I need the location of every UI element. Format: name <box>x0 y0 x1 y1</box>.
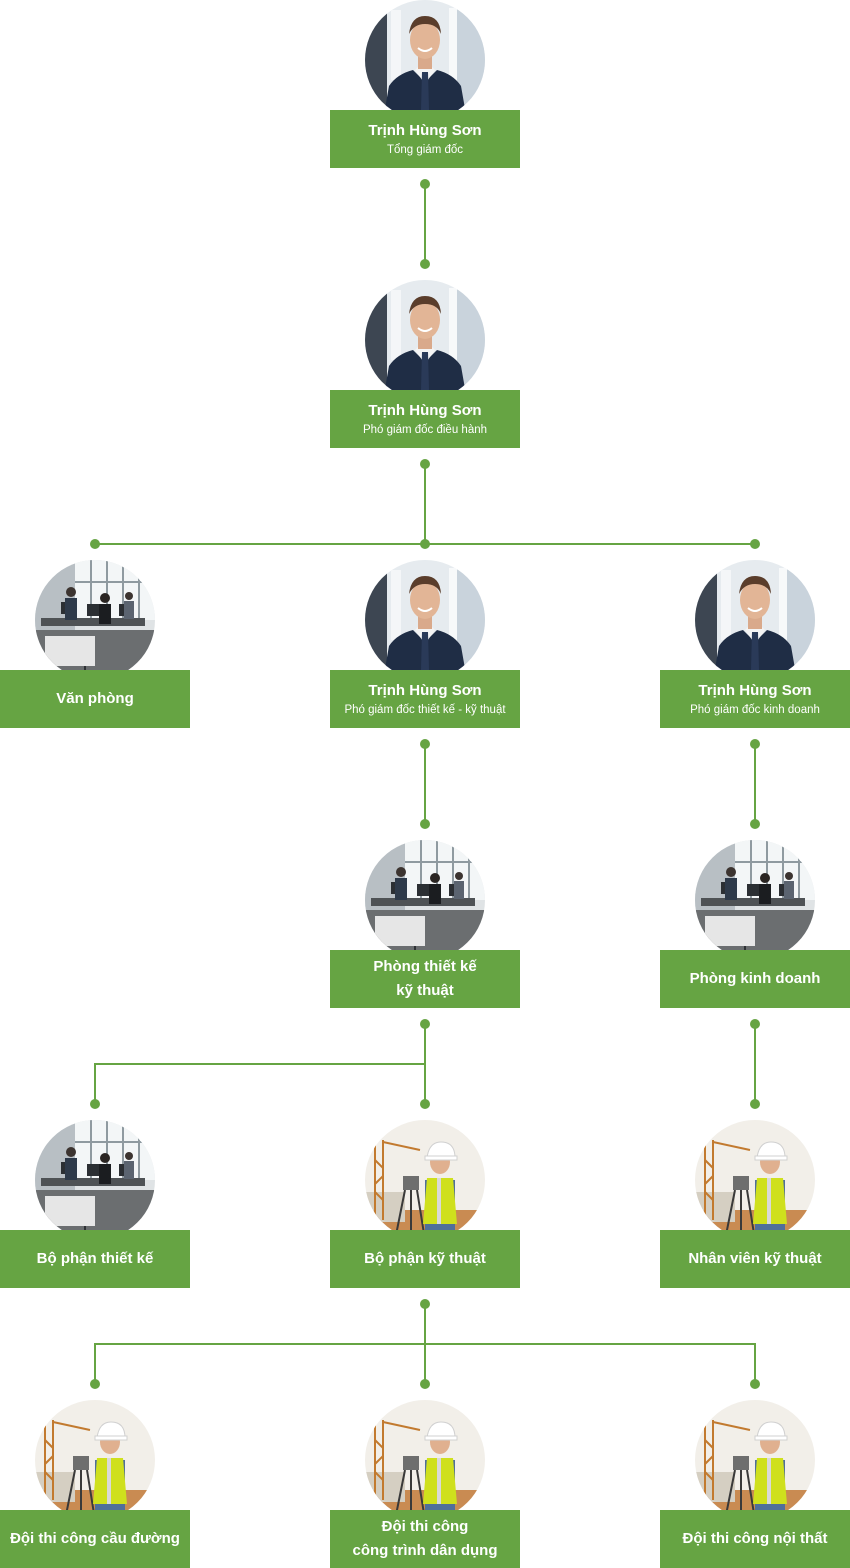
businessman-portrait-icon <box>365 280 485 400</box>
node-label: Bộ phận thiết kế <box>0 1230 190 1288</box>
office-workers-icon <box>35 560 155 680</box>
construction-surveyor-icon <box>695 1400 815 1520</box>
businessman-portrait-icon <box>365 560 485 680</box>
construction-surveyor-icon <box>695 1120 815 1240</box>
department-name: Phòng thiết kế kỹ thuật <box>373 958 477 999</box>
office-workers-icon <box>695 840 815 960</box>
department-name: Đội thi công cầu đường <box>10 1530 180 1547</box>
office-workers-icon <box>365 840 485 960</box>
person-role: Phó giám đốc kinh doanh <box>690 704 820 716</box>
department-name: Bộ phận thiết kế <box>36 1250 154 1267</box>
person-name: Trịnh Hùng Sơn <box>368 122 482 139</box>
node-label: Đội thi công công trình dân dụng <box>330 1510 520 1568</box>
office-workers-icon <box>35 1120 155 1240</box>
construction-surveyor-icon <box>35 1400 155 1520</box>
department-name: Đội thi công nội thất <box>682 1530 828 1547</box>
node-label: Nhân viên kỹ thuật <box>660 1230 850 1288</box>
node-label: Bộ phận kỹ thuật <box>330 1230 520 1288</box>
person-name: Trịnh Hùng Sơn <box>698 682 812 699</box>
node-label: Trịnh Hùng Sơn Phó giám đốc thiết kế - k… <box>330 670 520 728</box>
node-label: Phòng thiết kế kỹ thuật <box>330 950 520 1008</box>
person-role: Tổng giám đốc <box>386 144 464 156</box>
person-role: Phó giám đốc điều hành <box>362 424 488 436</box>
department-name: Văn phòng <box>56 690 134 707</box>
node-label: Trịnh Hùng Sơn Phó giám đốc điều hành <box>330 390 520 448</box>
department-name: Đội thi công công trình dân dụng <box>352 1518 498 1559</box>
node-label: Trịnh Hùng Sơn Tổng giám đốc <box>330 110 520 168</box>
node-label: Phòng kinh doanh <box>660 950 850 1008</box>
department-name: Nhân viên kỹ thuật <box>688 1250 822 1267</box>
department-name: Phòng kinh doanh <box>689 970 821 987</box>
businessman-portrait-icon <box>695 560 815 680</box>
construction-surveyor-icon <box>365 1400 485 1520</box>
node-label: Trịnh Hùng Sơn Phó giám đốc kinh doanh <box>660 670 850 728</box>
node-label: Đội thi công nội thất <box>660 1510 850 1568</box>
node-label: Văn phòng <box>0 670 190 728</box>
construction-surveyor-icon <box>365 1120 485 1240</box>
person-name: Trịnh Hùng Sơn <box>368 402 482 419</box>
businessman-portrait-icon <box>365 0 485 120</box>
node-label: Đội thi công cầu đường <box>0 1510 190 1568</box>
person-name: Trịnh Hùng Sơn <box>368 682 482 699</box>
person-role: Phó giám đốc thiết kế - kỹ thuật <box>344 704 506 716</box>
department-name: Bộ phận kỹ thuật <box>364 1250 486 1267</box>
